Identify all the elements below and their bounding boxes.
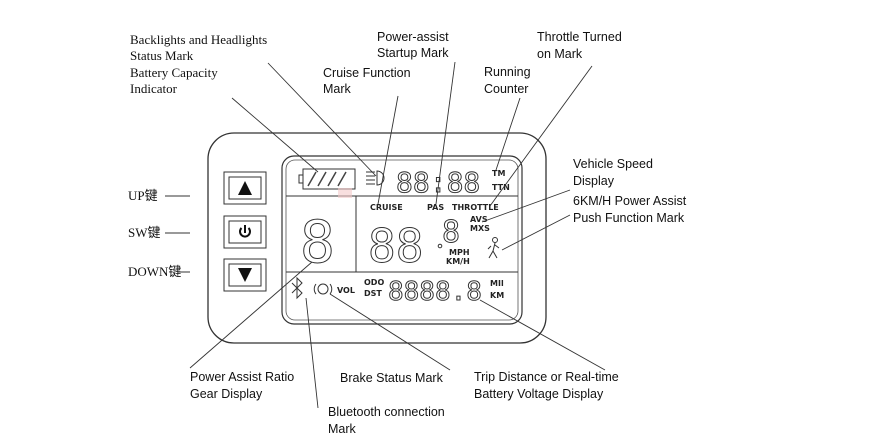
mxs-mark: MXS: [470, 224, 490, 233]
power-icon: [239, 225, 251, 238]
ttn-mark: TTN: [492, 183, 510, 192]
battery-icon: [298, 168, 356, 190]
walking-person-icon: [487, 237, 500, 259]
running-counter-digits: 88:88: [396, 166, 480, 199]
power-button[interactable]: [223, 215, 267, 249]
tm-mark: TM: [492, 169, 505, 178]
dst-mark: DST: [364, 289, 382, 298]
brake-icon: [313, 283, 333, 295]
up-button[interactable]: [223, 171, 267, 205]
brake-label: Brake Status Mark: [340, 371, 444, 385]
triangle-up-icon: [238, 181, 252, 195]
km-mark: KM: [490, 291, 504, 300]
avs-mark: AVS: [470, 215, 488, 224]
up-key-label: UP键: [128, 188, 158, 203]
sw-key-label: SW键: [128, 225, 161, 240]
mph-mark: MPH: [449, 248, 470, 257]
pas-mark: PAS: [427, 203, 444, 212]
down-key-label: DOWN键: [128, 264, 181, 279]
throttle-mark: THROTTLE: [452, 203, 499, 212]
small-digit: 8: [442, 215, 460, 250]
down-button[interactable]: [223, 258, 267, 292]
gear-digit: 8: [300, 208, 335, 276]
leader-lines: [189, 61, 606, 409]
triangle-down-icon: [238, 268, 252, 282]
vol-mark: VOL: [337, 286, 355, 295]
speed-digits: 88: [368, 219, 423, 273]
bluetooth-icon: [291, 276, 303, 300]
odo-mark: ODO: [364, 278, 384, 287]
kmh-mark: KM/H: [446, 257, 470, 266]
trip-digits: 8888.8: [388, 277, 482, 307]
mil-mark: MIl: [490, 279, 504, 288]
cruise-mark: CRUISE: [370, 203, 403, 212]
headlight-icon: [366, 170, 385, 186]
